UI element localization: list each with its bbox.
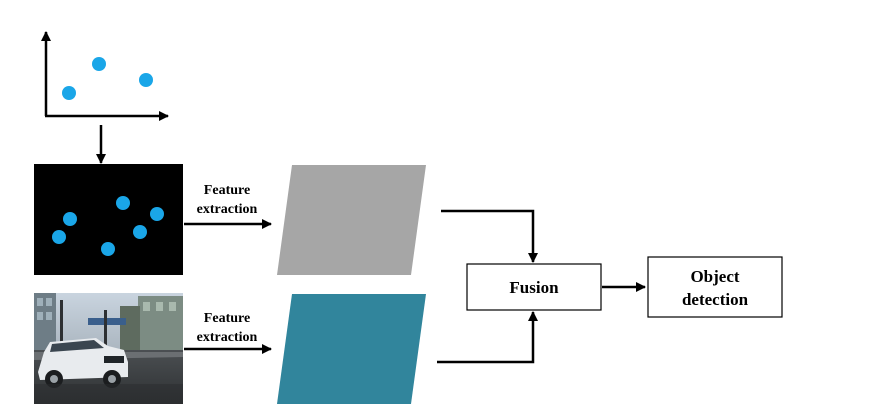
- scatter-point: [139, 73, 153, 87]
- feature-extraction-label-bottom-line1: Feature: [204, 311, 250, 326]
- fusion-label: Fusion: [509, 278, 559, 297]
- feature-map-bottom: [277, 294, 426, 404]
- projected-point: [101, 242, 115, 256]
- feature-map-top: [277, 165, 426, 275]
- object-detection-label-line1: Object: [690, 267, 739, 286]
- scatter-plot-icon: [41, 31, 169, 121]
- fusion-box: Fusion: [466, 263, 602, 311]
- object-detection-label-line2: detection: [682, 290, 749, 309]
- projected-point: [52, 230, 66, 244]
- feature-extraction-label-bottom-line2: extraction: [197, 330, 258, 345]
- projected-point: [150, 207, 164, 221]
- object-detection-box: Object detection: [647, 256, 783, 318]
- point-image-icon: [34, 164, 183, 275]
- connector-top-to-fusion: [441, 209, 538, 263]
- connector-bottom-to-fusion: [437, 311, 538, 364]
- scatter-point: [92, 57, 106, 71]
- projected-point: [116, 196, 130, 210]
- street-photo-car-icon: [34, 293, 183, 404]
- feature-extraction-label-top-line2: extraction: [197, 202, 258, 217]
- scatter-point: [62, 86, 76, 100]
- projected-point: [133, 225, 147, 239]
- feature-extraction-label-top-line1: Feature: [204, 183, 250, 198]
- projected-point: [63, 212, 77, 226]
